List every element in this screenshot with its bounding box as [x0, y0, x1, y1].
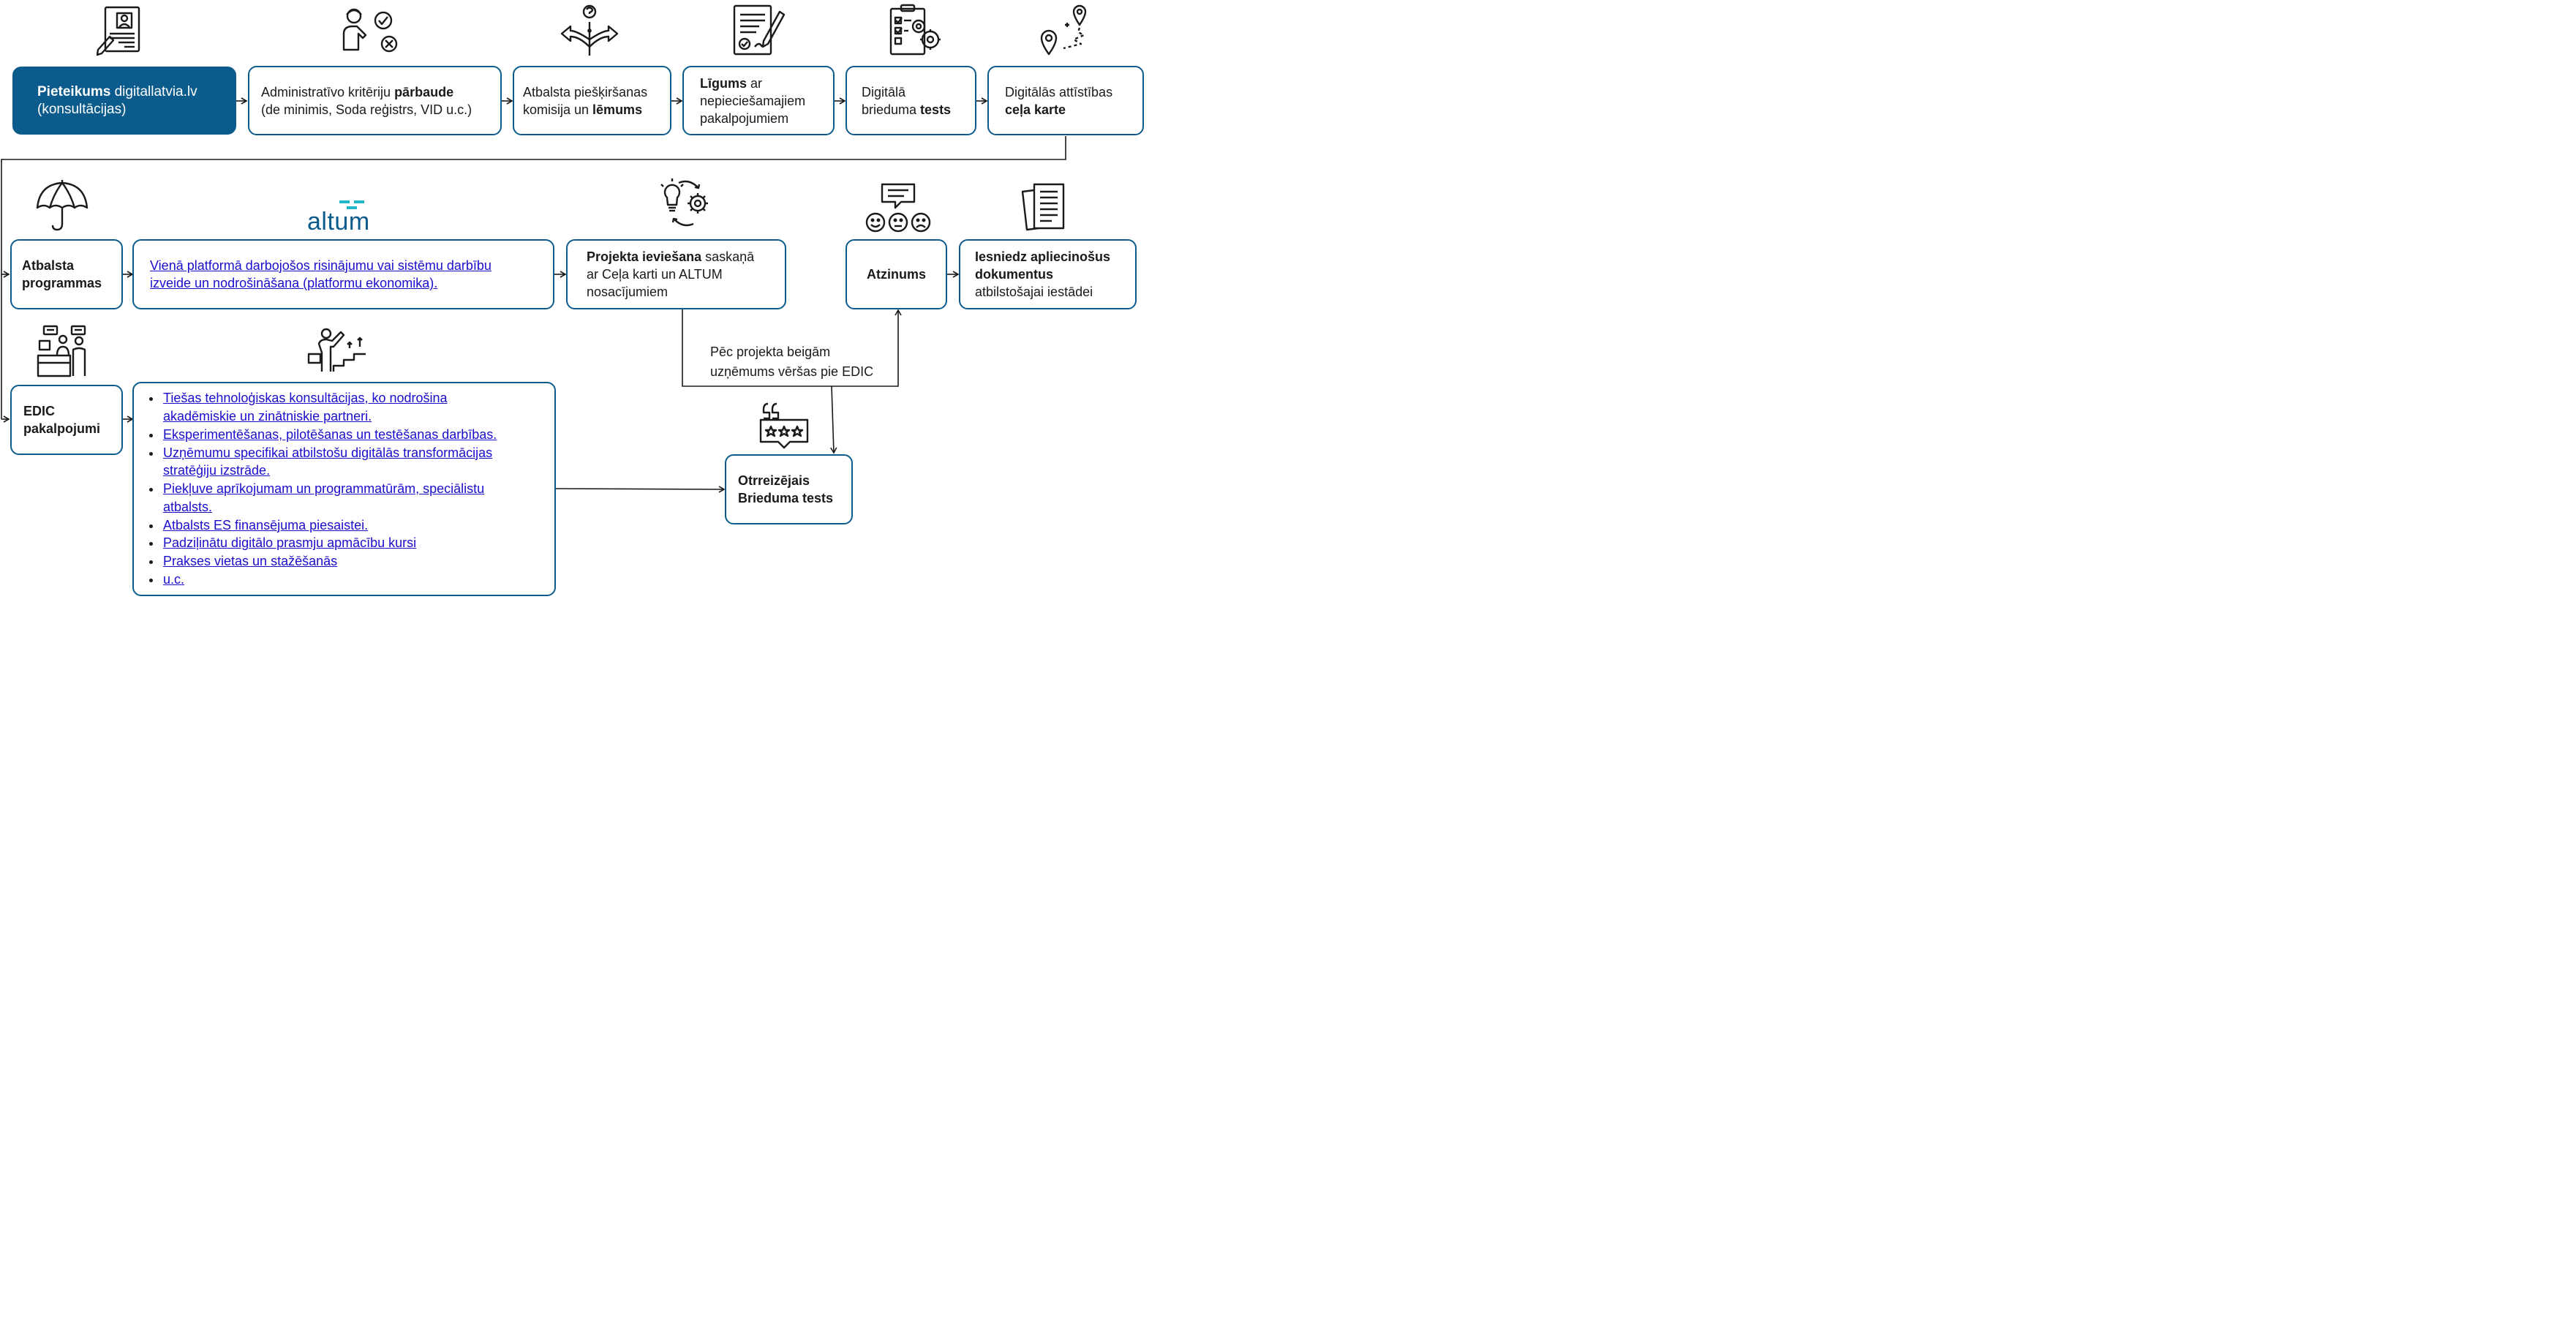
service-link-line1[interactable]: Piekļuve aprīkojumam un programmatūrām, … [163, 481, 485, 497]
edic-note: Pēc projekta beigām uzņēmums vēršas pie … [710, 342, 873, 382]
service-link-line1[interactable]: Eksperimentēšanas, pilotēšanas un testēš… [163, 426, 497, 442]
service-link[interactable]: Prakses vietas un stažēšanās [163, 554, 337, 568]
application-site: digitallatvia.lv [110, 83, 197, 99]
admin-check-box: Administratīvo kritēriju pārbaude (de mi… [248, 66, 502, 135]
service-link-line1[interactable]: Tiešas tehnoloģiskas konsultācijas, ko n… [163, 391, 448, 406]
documents-line3: atbilstošajai iestādei [975, 285, 1093, 299]
idea-gear-cycle-icon [660, 178, 708, 227]
platform-link-line2[interactable]: izveide un nodrošināšana (platformu ekon… [150, 276, 438, 290]
implementation-bold: Projekta ieviešana [587, 249, 702, 264]
list-item: Uzņēmumu specifikai atbilstošu digitālās… [162, 444, 554, 481]
roadmap-bold: ceļa karte [1005, 102, 1066, 117]
contract-text: ar [747, 75, 763, 91]
implementation-box: Projekta ieviešana saskaņā ar Ceļa karti… [566, 239, 786, 309]
support-programs-line2: programmas [22, 276, 102, 290]
service-link[interactable]: Atbalsts ES finansējuma piesaistei. [163, 518, 368, 533]
service-link-line1[interactable]: Prakses vietas un stažēšanās [163, 554, 338, 569]
connectors [1, 97, 1066, 493]
commission-box: Atbalsta piešķiršanas komisija un lēmums [513, 66, 671, 135]
service-link[interactable]: u.c. [163, 572, 184, 587]
maturity-test-box: Digitālā brieduma tests [846, 66, 976, 135]
contract-line3: pakalpojumiem [700, 110, 789, 126]
service-link[interactable]: Uzņēmumu specifikai atbilstošu digitālās… [163, 445, 492, 478]
service-link[interactable]: Eksperimentēšanas, pilotēšanas un testēš… [163, 427, 497, 442]
edic-line1: EDIC [23, 404, 56, 418]
list-item: Eksperimentēšanas, pilotēšanas un testēš… [162, 426, 554, 444]
documents-line1: Iesniedz apliecinošus [975, 249, 1111, 264]
person-check-icon [342, 8, 398, 53]
umbrella-icon [36, 180, 88, 231]
services-list-box: Tiešas tehnoloģiskas konsultācijas, ko n… [132, 382, 556, 596]
service-link-line1[interactable]: Atbalsts ES finansējuma piesaistei. [163, 517, 369, 533]
arrow-to-retest-vertical [830, 385, 837, 454]
documents-line2: dokumentus [975, 267, 1054, 282]
implementation-text: saskaņā [701, 249, 755, 264]
edic-note-line2: uzņēmums vēršas pie EDIC [710, 364, 874, 379]
edic-line2: pakalpojumi [23, 421, 101, 436]
list-item: Prakses vietas un stažēšanās [162, 552, 554, 571]
service-link-line2[interactable]: atbalsts. [163, 499, 213, 514]
service-link-line2[interactable]: akadēmiskie un zinātniskie partneri. [163, 408, 372, 424]
maturity-test-line2: brieduma [862, 102, 921, 117]
altum-logo-text: altum [307, 208, 370, 234]
feedback-faces-icon [865, 183, 931, 233]
service-link[interactable]: Piekļuve aprīkojumam un programmatūrām, … [163, 481, 484, 514]
retest-line1: Otrreizējais [738, 473, 810, 488]
commission-bold: lēmums [592, 102, 643, 117]
application-box: Pieteikums digitallatvia.lv (konsultācij… [12, 67, 236, 135]
commission-line1: Atbalsta piešķiršanas [523, 84, 648, 99]
admin-check-text: Administratīvo kritēriju [261, 84, 395, 99]
maturity-test-bold: tests [920, 102, 952, 117]
documents-icon [1021, 183, 1065, 231]
contract-box: Līgums ar nepieciešamajiem pakalpojumiem [682, 66, 835, 135]
maturity-test-line1: Digitālā [862, 84, 906, 99]
list-item: Atbalsts ES finansējuma piesaistei. [162, 516, 554, 535]
platform-link-line1[interactable]: Vienā platformā darbojošos risinājumu va… [150, 258, 492, 273]
admin-check-detail: (de minimis, Soda reģistrs, VID u.c.) [261, 102, 472, 117]
retest-line2: Brieduma tests [738, 491, 834, 505]
route-map-icon [1040, 4, 1087, 56]
application-form-icon [96, 6, 140, 56]
roadmap-line1: Digitālās attīstības [1005, 84, 1113, 99]
service-link[interactable]: Padziļinātu digitālo prasmju apmācību ku… [163, 535, 416, 550]
checklist-gears-icon [889, 4, 941, 56]
commission-line2: komisija un [523, 102, 593, 117]
admin-check-bold: pārbaude [394, 84, 454, 99]
implementation-line3: nosacījumiem [587, 285, 669, 299]
wrap-connector [1, 136, 1066, 419]
list-item: Tiešas tehnoloģiskas konsultācijas, ko n… [162, 389, 554, 426]
platform-box: Vienā platformā darbojošos risinājumu va… [132, 239, 554, 309]
support-programs-box: Atbalsta programmas [10, 239, 123, 309]
opinion-box: Atzinums [846, 239, 947, 309]
rating-stars-icon [759, 402, 809, 449]
contract-line2: nepieciešamajiem [700, 93, 806, 108]
documents-box: Iesniedz apliecinošus dokumentus atbilst… [959, 239, 1137, 309]
decision-arrows-icon [560, 4, 619, 56]
roadmap-box: Digitālās attīstības ceļa karte [987, 66, 1144, 135]
list-item: Padziļinātu digitālo prasmju apmācību ku… [162, 534, 554, 552]
support-programs-line1: Atbalsta [22, 258, 75, 273]
edic-services-box: EDIC pakalpojumi [10, 385, 123, 455]
retest-box: Otrreizējais Brieduma tests [725, 454, 853, 524]
contract-sign-icon [733, 4, 786, 56]
service-link-line1[interactable]: u.c. [163, 572, 185, 587]
contract-bold: Līgums [700, 75, 747, 91]
loop-connector [682, 309, 902, 387]
list-item: u.c. [162, 571, 554, 589]
service-link-line1[interactable]: Uzņēmumu specifikai atbilstošu digitālās… [163, 445, 493, 460]
edic-note-line1: Pēc projekta beigām [710, 345, 831, 359]
service-link-line1[interactable]: Padziļinātu digitālo prasmju apmācību ku… [163, 535, 417, 551]
opinion-title: Atzinums [867, 267, 926, 282]
implementation-line2: ar Ceļa karti un ALTUM [587, 267, 723, 282]
service-link[interactable]: Tiešas tehnoloģiskas konsultācijas, ko n… [163, 391, 448, 424]
service-link-line2[interactable]: stratēģiju izstrāde. [163, 463, 271, 478]
growth-stairs-icon [307, 328, 366, 372]
application-subtitle: (konsultācijas) [37, 101, 127, 117]
altum-logo: altum [307, 200, 370, 234]
list-item: Piekļuve aprīkojumam un programmatūrām, … [162, 480, 554, 516]
service-desk-icon [37, 325, 86, 377]
services-list: Tiešas tehnoloģiskas konsultācijas, ko n… [134, 389, 554, 589]
application-title: Pieteikums [37, 83, 111, 99]
